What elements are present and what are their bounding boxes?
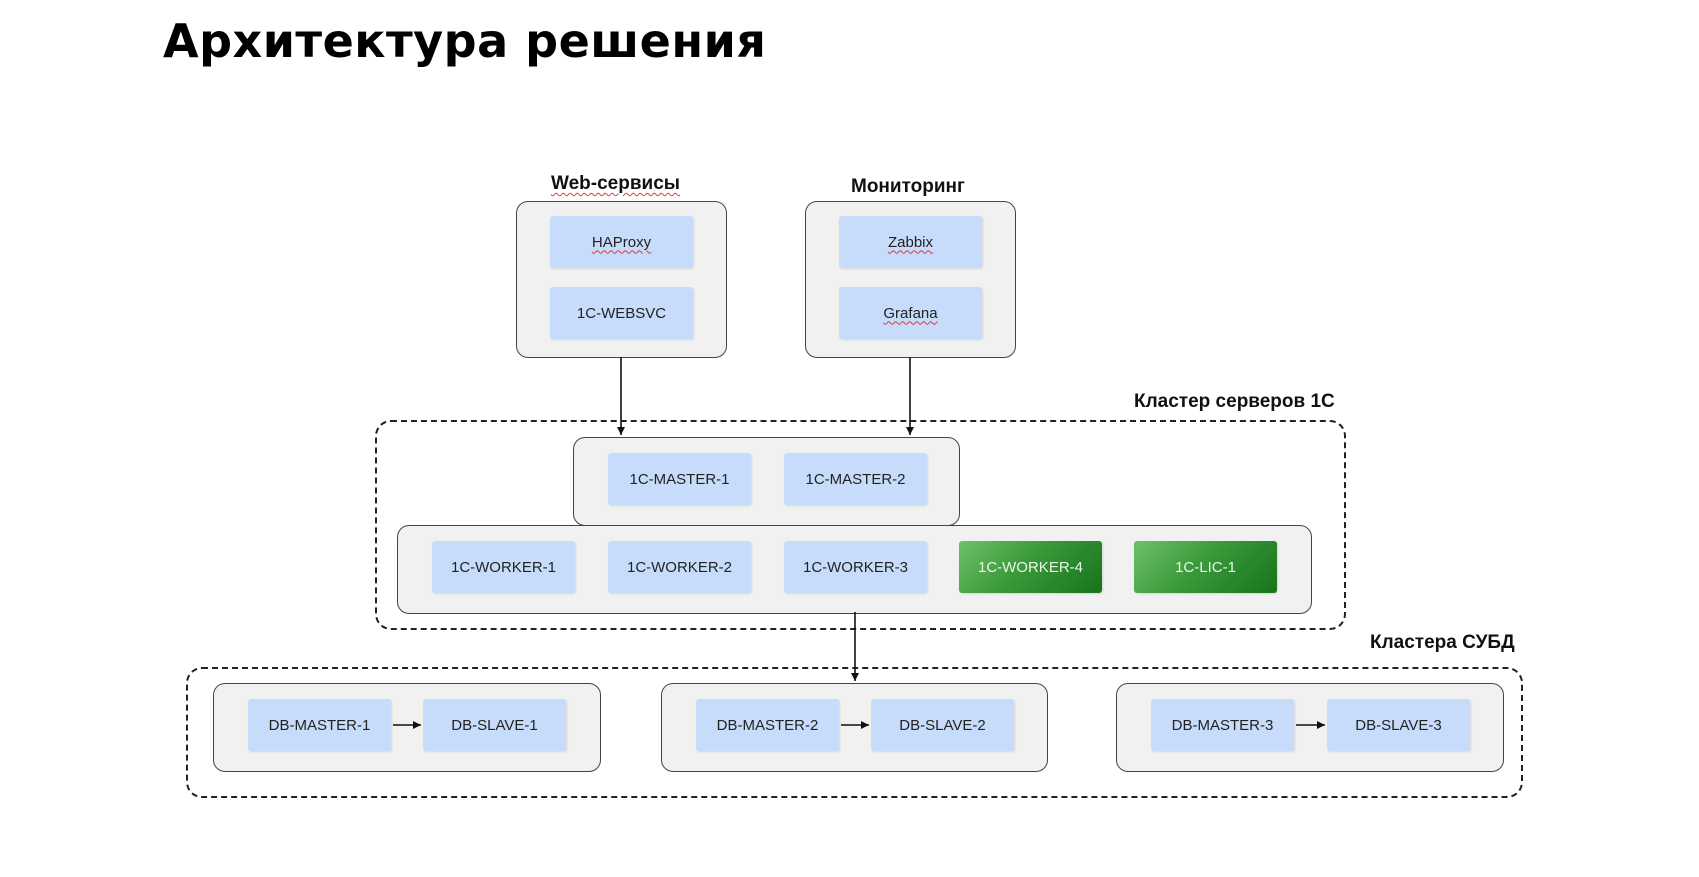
- node-label: DB-MASTER-2: [716, 716, 819, 734]
- node-db-slave-2[interactable]: DB-SLAVE-2: [871, 699, 1014, 751]
- node-db-master-1[interactable]: DB-MASTER-1: [248, 699, 391, 751]
- node-1c-websvc[interactable]: 1C-WEBSVC: [550, 287, 693, 339]
- node-label: Grafana: [883, 304, 938, 322]
- node-label: 1C-LIC-1: [1175, 558, 1236, 576]
- node-grafana[interactable]: Grafana: [839, 287, 982, 339]
- node-haproxy[interactable]: HAProxy: [550, 216, 693, 268]
- node-zabbix[interactable]: Zabbix: [839, 216, 982, 268]
- node-1c-master-2[interactable]: 1C-MASTER-2: [784, 453, 927, 505]
- node-db-slave-3[interactable]: DB-SLAVE-3: [1327, 699, 1470, 751]
- node-label: HAProxy: [591, 233, 652, 251]
- node-label: DB-SLAVE-1: [451, 716, 538, 734]
- node-label: 1C-WORKER-4: [977, 558, 1083, 576]
- page-title: Архитектура решения: [163, 14, 767, 68]
- node-1c-master-1[interactable]: 1C-MASTER-1: [608, 453, 751, 505]
- node-label: Zabbix: [887, 233, 934, 251]
- node-1c-worker-2[interactable]: 1C-WORKER-2: [608, 541, 751, 593]
- monitoring-label: Мониторинг: [851, 176, 965, 197]
- node-label: 1C-MASTER-2: [805, 470, 906, 488]
- node-db-master-2[interactable]: DB-MASTER-2: [696, 699, 839, 751]
- node-label: DB-MASTER-1: [268, 716, 371, 734]
- node-label: 1C-WEBSVC: [576, 304, 667, 322]
- node-label: DB-MASTER-3: [1171, 716, 1274, 734]
- node-label: DB-SLAVE-2: [899, 716, 986, 734]
- node-label: 1C-WORKER-1: [450, 558, 556, 576]
- node-1c-worker-4[interactable]: 1C-WORKER-4: [959, 541, 1102, 593]
- node-1c-lic-1[interactable]: 1C-LIC-1: [1134, 541, 1277, 593]
- node-label: DB-SLAVE-3: [1355, 716, 1442, 734]
- node-db-slave-1[interactable]: DB-SLAVE-1: [423, 699, 566, 751]
- node-1c-worker-1[interactable]: 1C-WORKER-1: [432, 541, 575, 593]
- node-label: 1C-WORKER-3: [802, 558, 908, 576]
- web-services-label: Web-сервисы: [551, 173, 680, 194]
- cluster-1c-label: Кластер серверов 1С: [1134, 391, 1335, 412]
- cluster-1c-boundary: [375, 420, 1346, 630]
- db-clusters-label: Кластера СУБД: [1370, 632, 1515, 653]
- node-label: 1C-MASTER-1: [629, 470, 730, 488]
- node-label: 1C-WORKER-2: [626, 558, 732, 576]
- node-1c-worker-3[interactable]: 1C-WORKER-3: [784, 541, 927, 593]
- node-db-master-3[interactable]: DB-MASTER-3: [1151, 699, 1294, 751]
